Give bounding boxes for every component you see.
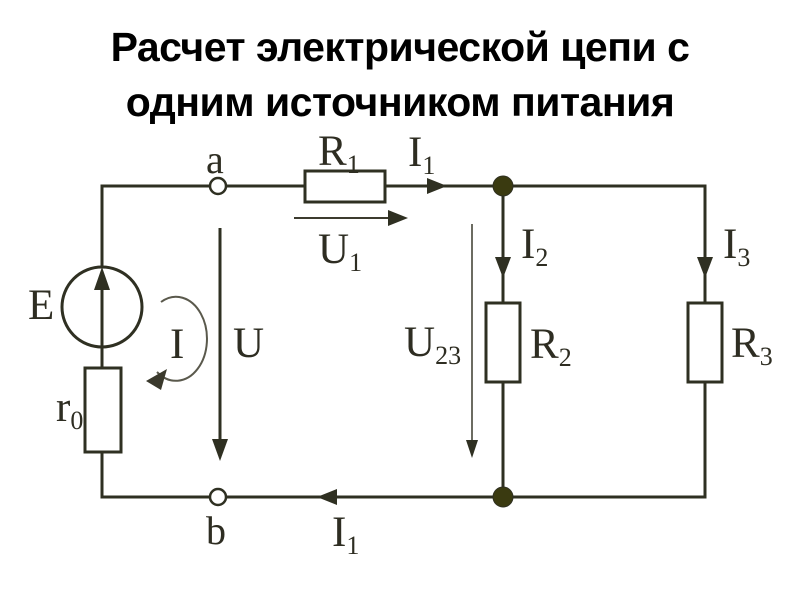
- loop-current-arc: [156, 295, 208, 382]
- resistor-r3-box: [686, 301, 724, 384]
- label-i1-bottom: I1: [332, 509, 359, 560]
- label-loop-current: I: [170, 321, 184, 368]
- label-u: U: [233, 320, 264, 367]
- resistor-r0-box: [83, 366, 123, 454]
- label-u23: U23: [404, 319, 461, 370]
- label-r0: r0: [56, 384, 83, 435]
- resistor-r2-box: [484, 301, 522, 384]
- arrow-i3: [697, 257, 713, 278]
- label-b: b: [206, 508, 226, 553]
- page-title: Расчет электрической цепи с одним источн…: [0, 20, 800, 130]
- label-e: E: [28, 282, 54, 329]
- page-title-line2: одним источником питания: [125, 79, 675, 125]
- arrow-i1-bottom: [317, 489, 337, 505]
- arrow-i1-top: [427, 178, 447, 194]
- label-u1: U1: [318, 226, 362, 277]
- label-r1: R1: [318, 128, 360, 179]
- arrow-u1-head: [388, 210, 408, 226]
- page-title-line1: Расчет электрической цепи с: [110, 24, 690, 70]
- label-r3: R3: [731, 320, 773, 371]
- label-r2: R2: [530, 321, 572, 372]
- resistor-r1-box: [303, 169, 387, 204]
- terminal-a-circle: [208, 176, 228, 196]
- arrow-u-head: [212, 439, 228, 461]
- terminal-b-circle: [208, 487, 228, 507]
- node-bottom: [492, 486, 514, 508]
- voltage-source-arrow-head: [94, 267, 110, 290]
- label-i1-top: I1: [408, 129, 435, 180]
- label-i3: I3: [723, 221, 750, 272]
- loop-current-arrow-head: [146, 369, 167, 390]
- node-top: [492, 175, 514, 197]
- label-i2: I2: [521, 221, 548, 272]
- arrow-u23-head: [466, 440, 478, 458]
- arrow-i2: [495, 257, 511, 278]
- label-a: a: [206, 137, 224, 182]
